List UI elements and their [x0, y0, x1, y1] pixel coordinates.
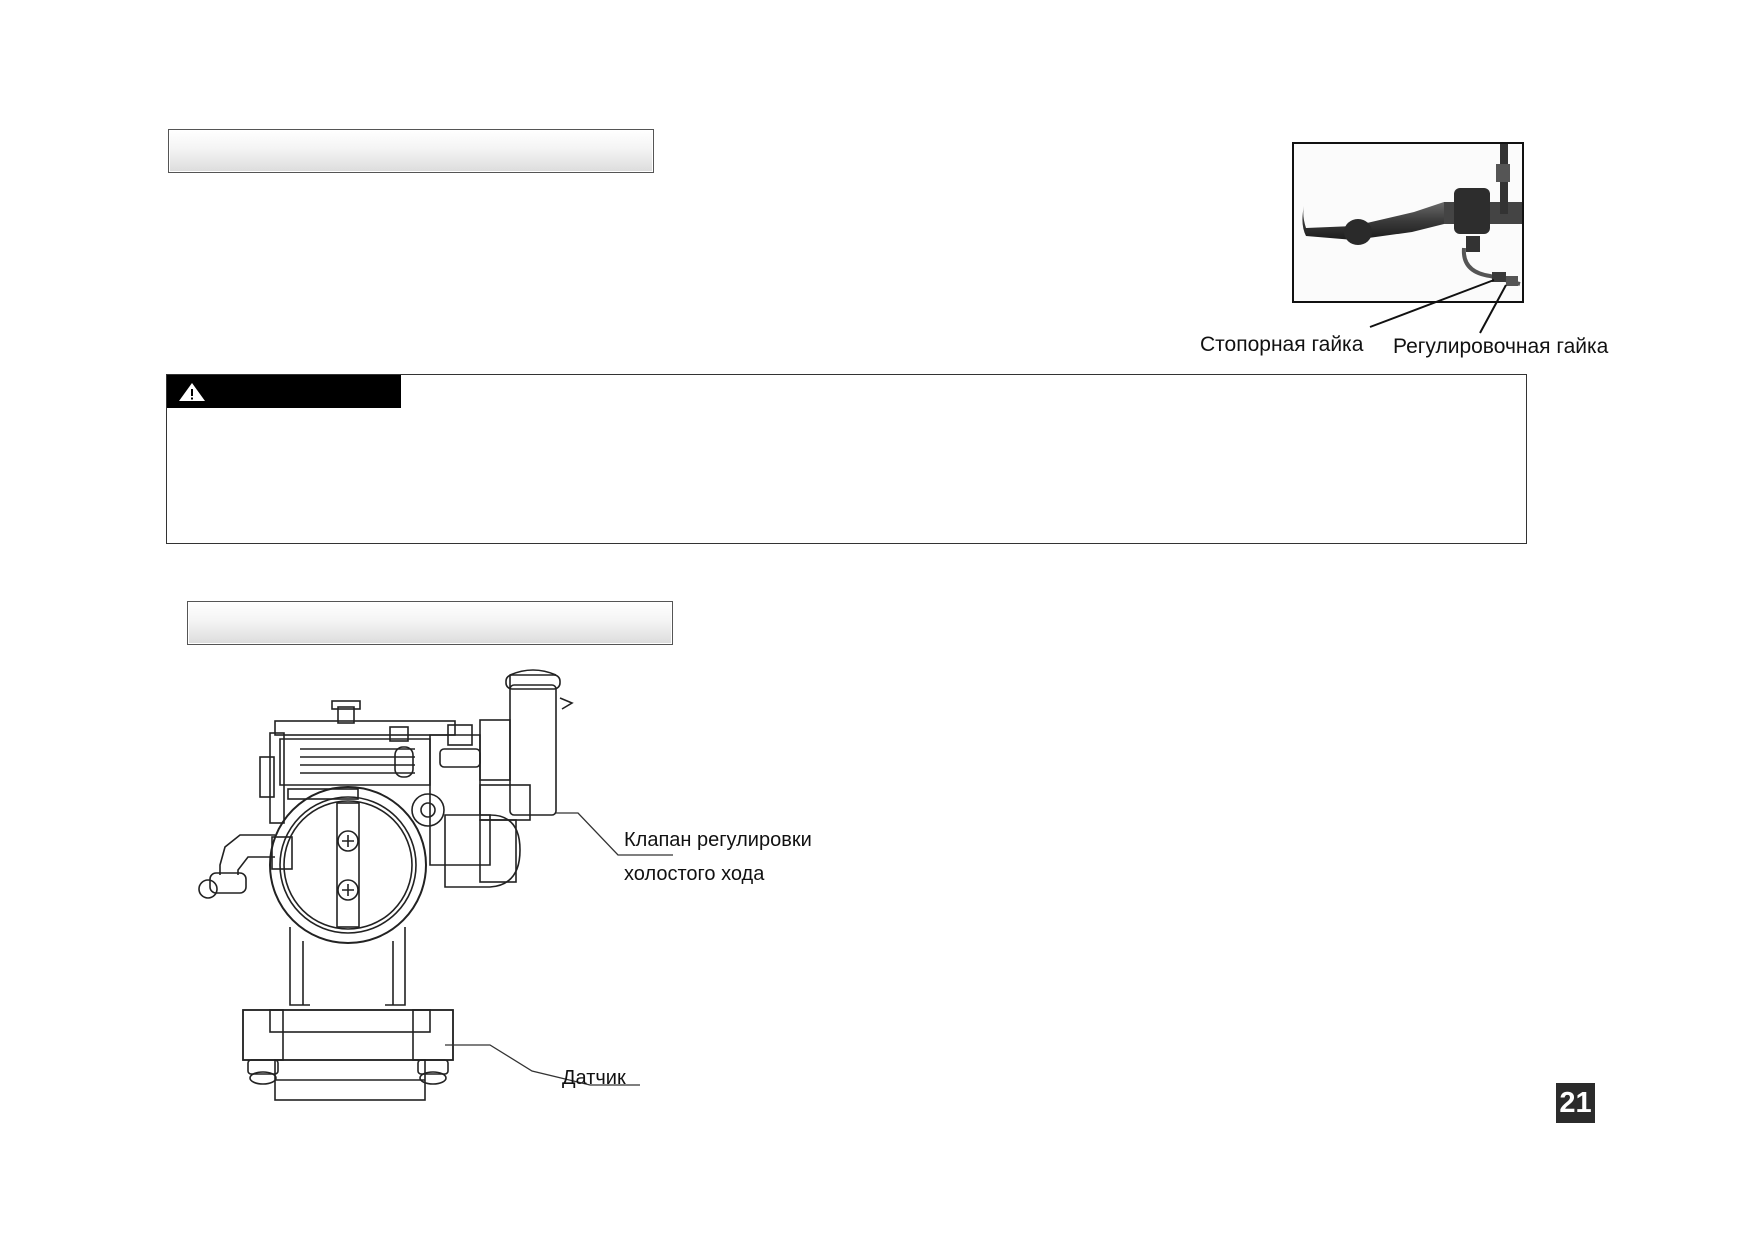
- section-header-bar-2: [187, 601, 673, 645]
- idle-valve-label-line2: холостого хода: [624, 863, 765, 885]
- throttle-body-drawing: [198, 669, 673, 1101]
- sensor-label: Датчик: [562, 1067, 626, 1089]
- throttle-lever-illustration: [1294, 144, 1522, 301]
- page-number: 21: [1556, 1083, 1595, 1123]
- idle-valve-label-line1: Клапан регулировки: [624, 829, 812, 851]
- lock-nut-label: Стопорная гайка: [1200, 333, 1364, 356]
- section-header-bar-1: [168, 129, 654, 173]
- adjust-nut-label: Регулировочная гайка: [1393, 335, 1609, 358]
- warning-box: [166, 374, 1527, 544]
- throttle-cable-photo: [1292, 142, 1524, 303]
- warning-triangle-icon: [177, 381, 207, 403]
- warning-header: [167, 375, 401, 408]
